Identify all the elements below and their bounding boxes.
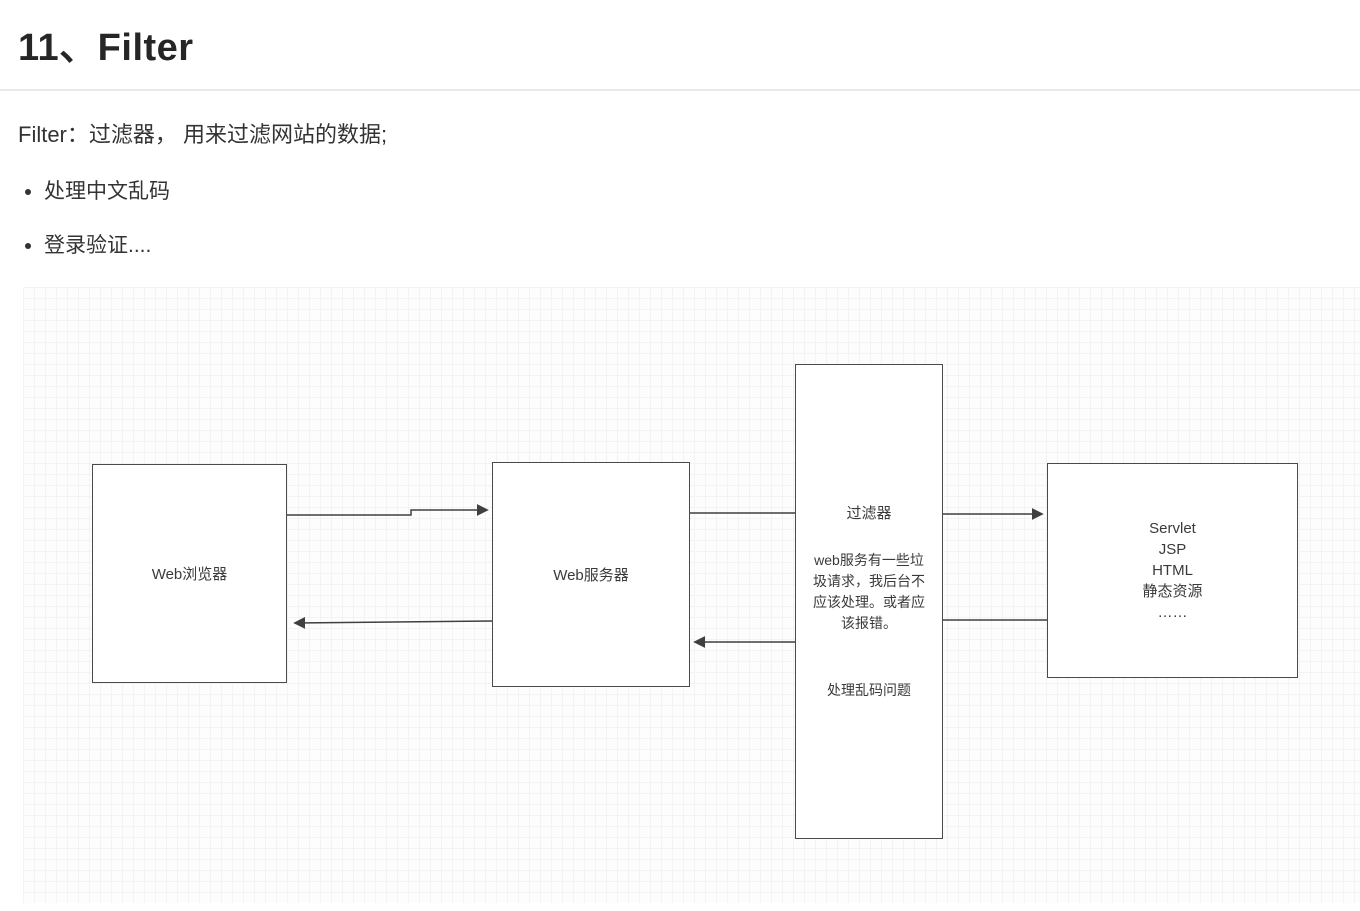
servlet-line: HTML <box>1152 562 1193 579</box>
servlet-line: JSP <box>1158 541 1187 558</box>
node-web-browser: Web浏览器 <box>92 464 287 683</box>
servlet-line: Servlet <box>1149 520 1196 537</box>
page-title: 11、Filter <box>18 27 194 69</box>
bullet-item-text: 处理中文乱码 <box>44 180 170 203</box>
node-servlet-resources: Servlet JSP HTML 静态资源 …… <box>1047 463 1298 678</box>
node-web-server-label: Web服务器 <box>553 567 629 584</box>
intro-text: Filter：过滤器， 用来过滤网站的数据; <box>18 122 388 147</box>
bullet-item-text: 登录验证.... <box>44 234 152 257</box>
servlet-line: …… <box>1157 604 1188 621</box>
node-filter-note: 处理乱码问题 <box>827 681 911 698</box>
bullet-item: 处理中文乱码 <box>44 175 1360 205</box>
node-filter: 过滤器 web服务有一些垃圾请求，我后台不应该处理。或者应该报错。 处理乱码问题 <box>795 364 943 839</box>
node-filter-title: 过滤器 <box>846 504 892 522</box>
node-filter-body: web服务有一些垃圾请求，我后台不应该处理。或者应该报错。 <box>813 551 925 631</box>
bullet-item: 登录验证.... <box>44 229 1360 259</box>
bullet-list: 处理中文乱码 登录验证.... <box>44 175 1360 259</box>
filter-flow-diagram: Web浏览器 Web服务器 过滤器 web服务有一些垃圾请求，我后台不应该处理。… <box>23 287 1360 903</box>
heading-divider <box>0 89 1360 91</box>
arrow-browser-to-server <box>287 504 489 516</box>
notes-page: 11、Filter Filter：过滤器， 用来过滤网站的数据; 处理中文乱码 … <box>0 16 1360 911</box>
arrow-server-to-browser <box>293 616 493 629</box>
node-web-browser-label: Web浏览器 <box>151 566 228 583</box>
diagram-connectors <box>287 504 1047 648</box>
node-web-server: Web服务器 <box>492 462 690 687</box>
servlet-line: 静态资源 <box>1142 583 1203 600</box>
